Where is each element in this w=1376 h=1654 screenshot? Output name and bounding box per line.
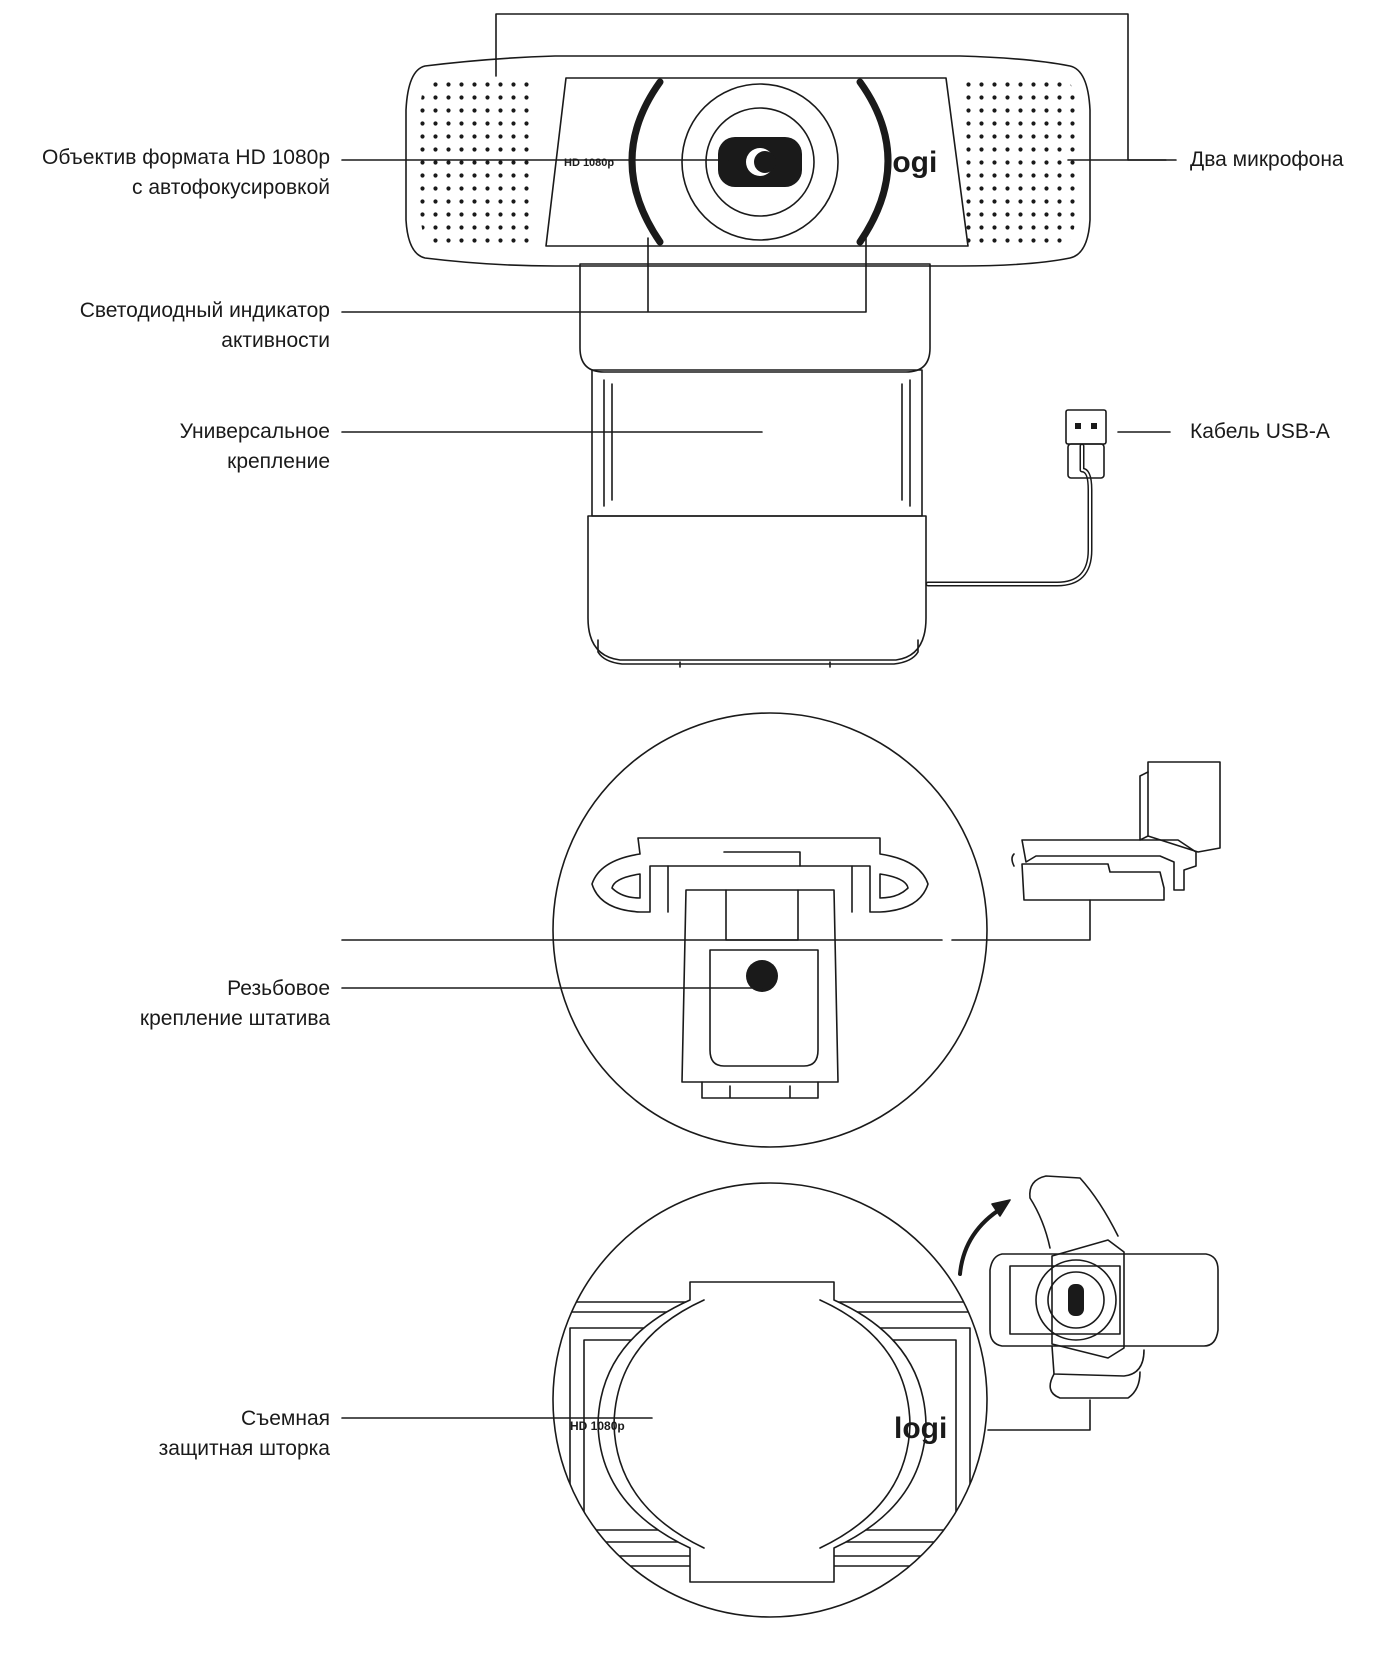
callout-usb: Кабель USB-A <box>1190 417 1330 447</box>
logi-logo-top: logi <box>884 146 937 179</box>
callout-mount-line1: Универсальное <box>179 420 330 443</box>
tripod-thread-hole <box>746 960 778 992</box>
callout-mount: Универсальное крепление <box>180 417 330 477</box>
usb-cable <box>925 443 1093 587</box>
right-microphone-grill <box>962 74 1076 250</box>
callout-mount-line2: крепление <box>227 450 330 473</box>
callout-tripod-line1: Резьбовое <box>227 977 330 1000</box>
mount-hinge <box>579 263 931 373</box>
usb-plug <box>1065 409 1107 445</box>
callout-microphones: Два микрофона <box>1190 145 1344 175</box>
universal-mount <box>591 369 923 517</box>
shutter-detail-view <box>341 1175 1219 1618</box>
webcam-front-view <box>405 55 1107 668</box>
hd-badge-top: HD 1080p <box>564 157 614 169</box>
front-panel <box>545 77 969 247</box>
shutter-small-camera <box>958 1175 1219 1399</box>
tripod-detail-view <box>341 712 1221 1148</box>
hd-badge-bottom: HD 1080p <box>570 1419 625 1433</box>
logi-logo-bottom: logi <box>894 1412 947 1445</box>
mount-base <box>587 515 927 661</box>
callout-shutter: Съемная защитная шторка <box>159 1404 330 1464</box>
left-microphone-grill <box>420 74 534 250</box>
callout-led-line2: активности <box>221 329 330 352</box>
tripod-zoom-circle <box>552 712 988 1148</box>
callout-tripod-line2: крепление штатива <box>139 1007 330 1030</box>
callout-lens-line1: Объектив формата HD 1080p <box>42 146 330 169</box>
callout-usb-text: Кабель USB-A <box>1190 420 1330 443</box>
callout-tripod: Резьбовое крепление штатива <box>140 974 330 1034</box>
side-view-camera <box>1147 761 1221 853</box>
callout-shutter-line2: защитная шторка <box>158 1437 330 1460</box>
callout-lens: Объектив формата HD 1080p с автофокусиро… <box>42 143 330 203</box>
shutter-zoom-circle <box>552 1182 988 1618</box>
callout-microphones-text: Два микрофона <box>1190 148 1344 171</box>
callout-lens-line2: с автофокусировкой <box>132 176 330 199</box>
privacy-shutter <box>597 1281 927 1583</box>
callout-led-line1: Светодиодный индикатор <box>79 299 330 322</box>
callout-shutter-line1: Съемная <box>240 1407 330 1430</box>
leader-lines-top <box>341 13 1177 433</box>
camera-body <box>405 55 1091 267</box>
callout-led: Светодиодный индикатор активности <box>80 296 330 356</box>
